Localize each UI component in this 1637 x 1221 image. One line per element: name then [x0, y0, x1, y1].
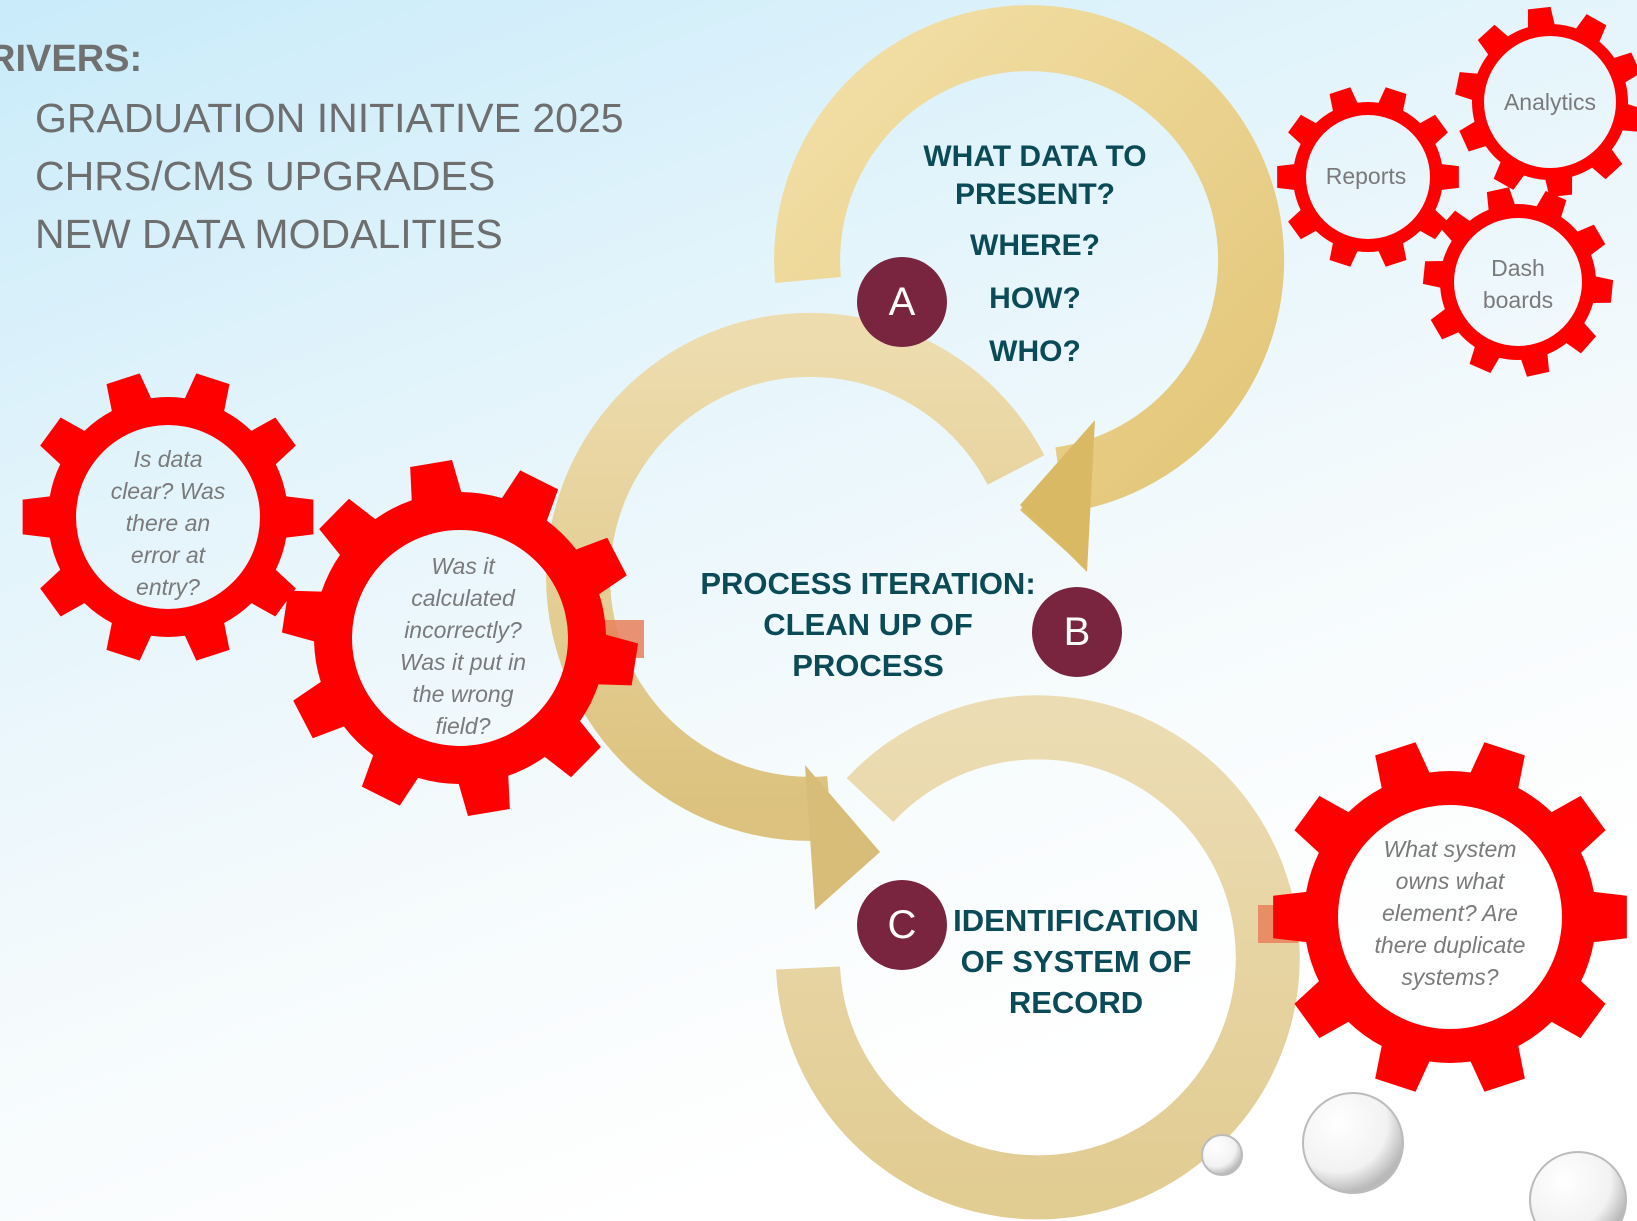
bubble-medium — [1302, 1092, 1404, 1194]
question-who: WHO? — [989, 335, 1081, 368]
gear-label-reports: Reports — [1325, 163, 1407, 189]
bubble-large — [1529, 1151, 1627, 1221]
driver-item: •CHRS/CMS UPGRADES — [35, 153, 496, 199]
question-what-data: WHAT DATA TO PRESENT? — [923, 140, 1147, 211]
gear-label-analytics: Analytics — [1503, 89, 1597, 115]
gears-group — [22, 6, 1637, 1092]
drivers-heading: RIVERS: — [0, 38, 143, 80]
cycle-a-arrow — [774, 5, 1285, 572]
system-of-record-title: IDENTIFICATION OF SYSTEM OF RECORD — [953, 903, 1199, 1020]
badge-c: C — [857, 880, 947, 970]
bubble-small — [1201, 1134, 1243, 1176]
drivers-list: •GRADUATION INITIATIVE 2025 •CHRS/CMS UP… — [0, 89, 624, 263]
process-iteration-title: PROCESS ITERATION: CLEAN UP OF PROCESS — [700, 566, 1036, 683]
gear-analytics — [1455, 6, 1637, 198]
gear-reports-shape — [1277, 87, 1459, 267]
question-where: WHERE? — [970, 229, 1100, 262]
gear-calculated-shape — [281, 460, 639, 816]
cycle-c-arrow — [776, 695, 1300, 1220]
gear-calculated — [281, 460, 639, 816]
gear-label-data-clear: Is data clear? Was there an error at ent… — [110, 446, 226, 600]
gear-system-owns — [1273, 742, 1627, 1092]
gear-label-calculated: Was it calculated incorrectly? Was it pu… — [399, 553, 527, 739]
gear-reports — [1277, 87, 1459, 267]
gear-dashboards-shape — [1422, 187, 1614, 377]
gear-label-dashboards: Dash boards — [1482, 255, 1554, 313]
cycle-b-arrow — [546, 312, 1045, 910]
driver-item: •NEW DATA MODALITIES — [35, 211, 503, 257]
gear-dashboards — [1422, 187, 1614, 377]
gear-analytics-shape — [1455, 6, 1637, 198]
question-how: HOW? — [989, 282, 1081, 315]
badge-b: B — [1032, 587, 1122, 677]
badge-a: A — [857, 257, 947, 347]
gear-label-system-owns: What system owns what element? Are there… — [1374, 836, 1526, 990]
gear-data-clear — [22, 373, 314, 661]
driver-item: •GRADUATION INITIATIVE 2025 — [35, 95, 624, 141]
drivers-block: RIVERS: •GRADUATION INITIATIVE 2025 •CHR… — [0, 38, 624, 263]
gear-data-clear-shape — [22, 373, 314, 661]
gear-system-owns-shape — [1273, 742, 1627, 1092]
